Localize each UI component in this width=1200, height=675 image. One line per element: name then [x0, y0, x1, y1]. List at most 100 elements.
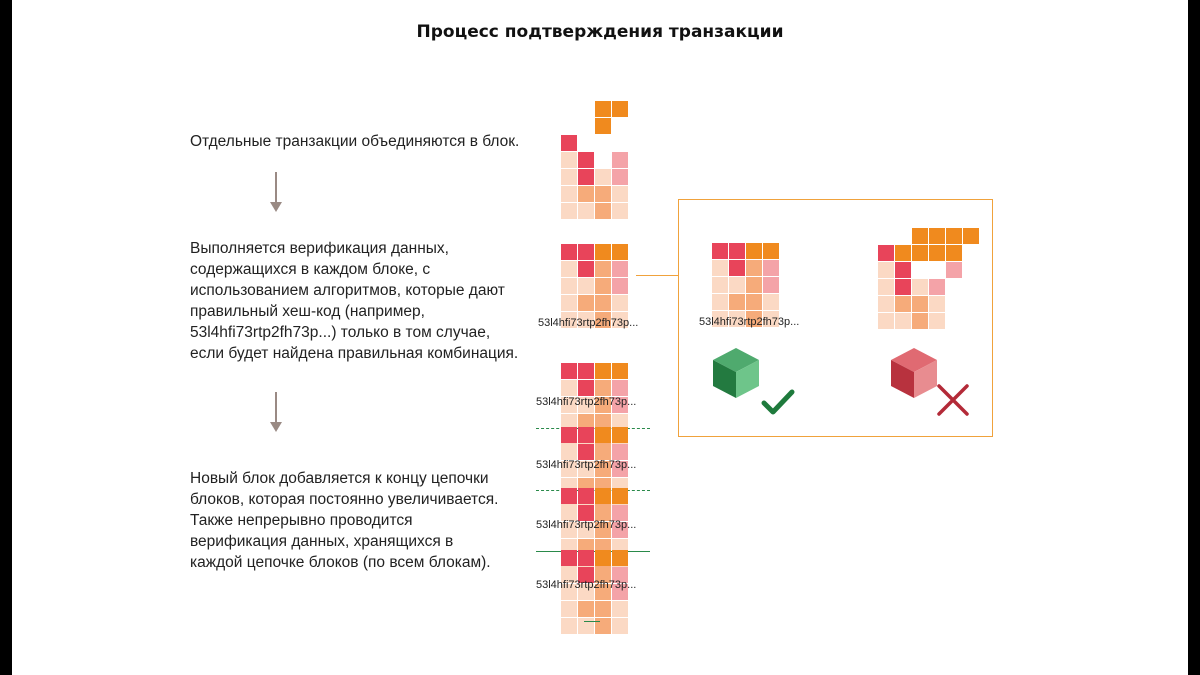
tile — [963, 245, 979, 261]
tile — [946, 245, 962, 261]
tile — [578, 618, 594, 634]
tile — [578, 278, 594, 294]
tile — [578, 444, 594, 460]
tile — [729, 277, 745, 293]
tile — [612, 505, 628, 521]
tile — [946, 296, 962, 312]
tile — [612, 414, 628, 430]
down-arrow-icon — [270, 172, 282, 212]
tile — [612, 601, 628, 617]
tile — [578, 363, 594, 379]
tile — [963, 262, 979, 278]
tile — [895, 262, 911, 278]
tile — [595, 135, 611, 151]
tile — [561, 522, 577, 538]
tile — [595, 427, 611, 443]
tile — [595, 522, 611, 538]
tile — [746, 277, 762, 293]
checkmark-icon — [761, 389, 795, 415]
tile — [878, 296, 894, 312]
tile — [595, 261, 611, 277]
tile — [561, 618, 577, 634]
tile — [612, 567, 628, 583]
tile — [763, 277, 779, 293]
tile — [878, 313, 894, 329]
tile — [729, 311, 745, 327]
tile — [746, 311, 762, 327]
tile — [561, 278, 577, 294]
tile — [912, 296, 928, 312]
tile — [878, 279, 894, 295]
tile — [561, 427, 577, 443]
tile — [895, 296, 911, 312]
tile — [612, 427, 628, 443]
tile — [612, 278, 628, 294]
tile — [878, 262, 894, 278]
tile — [929, 279, 945, 295]
tile — [895, 313, 911, 329]
tile — [946, 228, 962, 244]
tile — [712, 260, 728, 276]
chain-block-2-hash: 53l4hfi73rtp2fh73p... — [536, 459, 637, 471]
tile — [561, 601, 577, 617]
cross-icon — [937, 384, 969, 416]
valid-block-hash: 53l4hfi73rtp2fh73p... — [699, 316, 800, 328]
chain-block-1-hash: 53l4hfi73rtp2fh73p... — [536, 396, 637, 408]
tile — [578, 312, 594, 328]
tile — [578, 101, 594, 117]
tile — [612, 522, 628, 538]
tile — [612, 118, 628, 134]
tile — [929, 262, 945, 278]
step-2-text: Выполняется верификация данных, содержащ… — [190, 240, 519, 362]
tile — [729, 243, 745, 259]
tile — [763, 243, 779, 259]
tile — [963, 313, 979, 329]
tile — [878, 228, 894, 244]
tile — [595, 567, 611, 583]
tile — [561, 505, 577, 521]
step-1-text: Отдельные транзакции объединяются в блок… — [190, 133, 520, 150]
chain-block-4 — [561, 550, 628, 634]
tile — [963, 296, 979, 312]
tile — [878, 245, 894, 261]
tile — [912, 228, 928, 244]
tile — [595, 618, 611, 634]
tile — [612, 169, 628, 185]
tile — [712, 277, 728, 293]
tile — [729, 260, 745, 276]
tile — [595, 186, 611, 202]
tile — [561, 169, 577, 185]
tile — [578, 427, 594, 443]
tile — [578, 244, 594, 260]
tile — [895, 279, 911, 295]
invalid-block-grid — [878, 228, 979, 329]
tile — [561, 461, 577, 477]
tile — [578, 488, 594, 504]
slide: Процесс подтверждения транзакции Отдельн… — [12, 0, 1188, 675]
callout-connector — [636, 275, 678, 276]
forming-block-grid — [561, 101, 628, 219]
tile — [561, 363, 577, 379]
tile — [595, 363, 611, 379]
tile — [578, 295, 594, 311]
tile — [595, 505, 611, 521]
tile — [561, 244, 577, 260]
tile — [729, 294, 745, 310]
step-3-text: Новый блок добавляется к концу цепочки б… — [190, 470, 499, 571]
tile — [578, 584, 594, 600]
tile — [561, 312, 577, 328]
tile — [578, 152, 594, 168]
tile — [612, 203, 628, 219]
tile — [561, 152, 577, 168]
tile — [595, 584, 611, 600]
tile — [612, 101, 628, 117]
tile — [561, 397, 577, 413]
tile — [929, 313, 945, 329]
tile — [595, 444, 611, 460]
tile — [612, 152, 628, 168]
tile — [963, 279, 979, 295]
valid-block-grid — [712, 243, 779, 327]
tile — [963, 228, 979, 244]
down-arrow-icon — [270, 392, 282, 432]
page-title: Процесс подтверждения транзакции — [416, 22, 784, 42]
